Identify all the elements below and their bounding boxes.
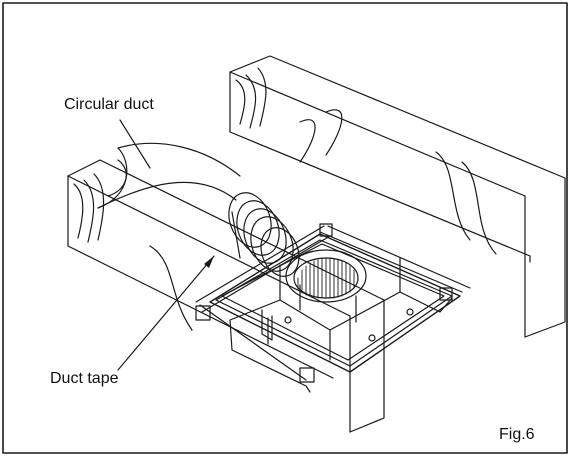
duct-tape-leader xyxy=(117,255,215,371)
duct-tape-arrow xyxy=(204,256,214,268)
circular-duct-leader xyxy=(119,119,151,169)
circular-duct xyxy=(97,142,241,209)
duct-tape-label: Duct tape xyxy=(50,370,119,387)
fan-unit xyxy=(195,223,471,393)
left-joist xyxy=(67,159,385,433)
figure-number: Fig.6 xyxy=(499,426,535,443)
fan-grille xyxy=(285,249,367,303)
right-joist xyxy=(229,55,566,338)
circular-duct-label: Circular duct xyxy=(64,96,154,113)
bellows-connector xyxy=(228,192,300,277)
